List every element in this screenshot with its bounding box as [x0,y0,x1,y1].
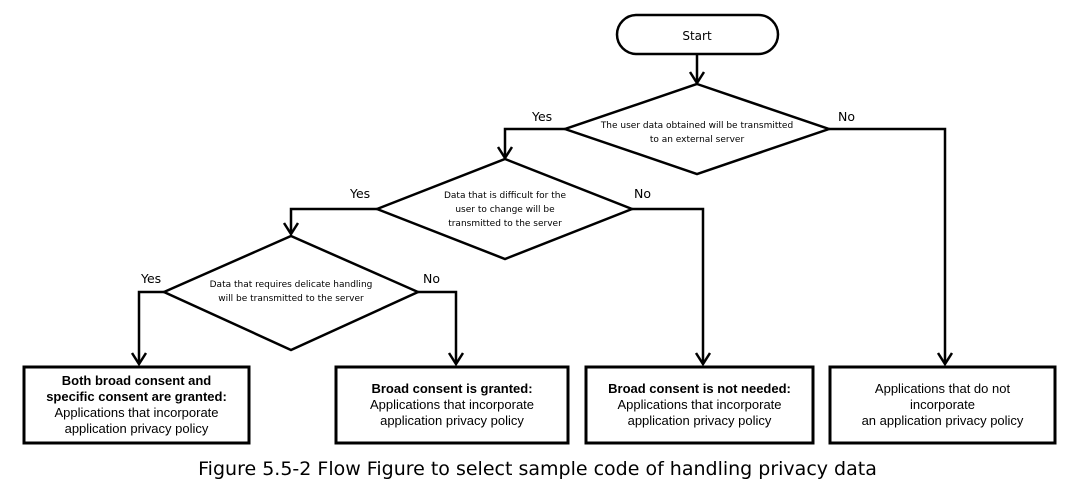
outcome-no-privacy-policy: Applications that do not incorporate an … [830,367,1055,443]
outcome-broad-consent: Broad consent is granted: Applications t… [336,367,568,443]
outcome-1-body-line-1: Applications that incorporate [54,405,219,420]
outcome-3-body-line-1: Applications that incorporate [617,397,782,412]
arrowhead-d3-no [447,352,465,367]
outcome-3-outline [584,365,815,445]
decision-2-diamond [373,157,636,261]
decision-3-yes-label: Yes [140,271,161,286]
decision-3-text-line-2: will be transmitted to the server [218,294,364,304]
connector-d1-no [829,127,947,364]
connector-d1-yes [503,127,565,157]
decision-1-text-line-1: The user data obtained will be transmitt… [600,121,793,131]
start-shape [615,13,780,56]
outcome-3-heading-line-1: Broad consent is not needed: [608,381,791,396]
decision-3-text-line-1: Data that requires delicate handling [210,280,373,290]
arrowhead-d1-no [936,352,954,367]
arrowhead-d2-yes [282,222,300,237]
connector-d2-yes [289,207,377,233]
arrowhead-d2-no [694,352,712,367]
decision-3-diamond [160,234,422,352]
decision-2-text-line-1: Data that is difficult for the [444,191,566,201]
outcome-no-consent-needed: Broad consent is not needed: Application… [586,367,813,443]
decision-1-diamond [561,82,833,176]
flow-connectors [130,54,954,367]
arrowhead-d3-yes [130,352,148,367]
outcome-2-heading-line-1: Broad consent is granted: [371,381,533,396]
outcome-3-body-line-2: application privacy policy [627,413,772,428]
outcome-1-heading-line-1: Both broad consent and [61,373,212,388]
decision-3: Data that requires delicate handling wil… [140,234,440,352]
outcome-4-outline [828,365,1057,445]
decision-2-text-line-3: transmitted to the server [448,219,562,229]
start-label: Start [682,29,712,43]
outcome-1-outline [22,365,251,445]
figure-caption: Figure 5.5-2 Flow Figure to select sampl… [198,458,877,480]
connector-d2-no [632,207,705,364]
outcome-boxes [22,365,1057,445]
connector-d3-no [418,290,458,364]
outcome-2-body-line-2: application privacy policy [380,413,524,428]
outcome-2-outline [334,365,570,445]
decision-1-no-label: No [838,109,855,124]
outcome-4-body-line-2: incorporate [909,397,976,412]
outcome-1-body-line-2: application privacy policy [64,421,209,436]
connector-d3-yes [137,290,164,364]
decision-3-no-label: No [423,271,440,286]
outcome-4-body-line-3: an application privacy policy [861,413,1024,428]
decision-2-text-line-2: user to change will be [455,205,555,215]
start-terminator: Start [615,13,780,56]
outcome-4-body-line-1: Applications that do not [874,381,1011,396]
outcome-1-heading-line-2: specific consent are granted: [46,389,227,404]
decision-2: Data that is difficult for the user to c… [349,157,651,261]
outcome-2-body-line-1: Applications that incorporate [369,397,535,412]
decision-1-yes-label: Yes [531,109,552,124]
decision-1-text-line-2: to an external server [650,135,745,145]
decision-2-no-label: No [634,186,651,201]
decision-1: The user data obtained will be transmitt… [531,82,855,176]
outcome-both-consents: Both broad consent and specific consent … [24,367,249,443]
decision-2-yes-label: Yes [349,186,370,201]
